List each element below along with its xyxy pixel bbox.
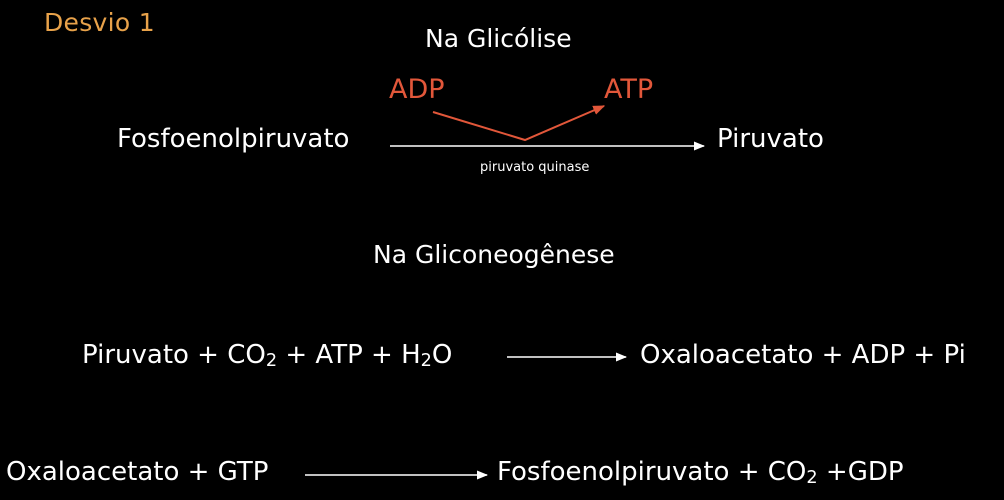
adp-label: ADP bbox=[389, 74, 445, 105]
reaction1-sub-h2o: 2 bbox=[420, 351, 432, 372]
glicolise-heading: Na Glicólise bbox=[425, 24, 572, 53]
gliconeogenese-heading: Na Gliconeogênese bbox=[373, 240, 615, 269]
reaction1-sub-co2: 2 bbox=[265, 351, 278, 372]
glicolise-product: Piruvato bbox=[717, 124, 824, 154]
reaction1-left-c: O bbox=[431, 340, 453, 370]
glicolise-substrate: Fosfoenolpiruvato bbox=[117, 124, 350, 154]
reaction2-right-a: Fosfoenolpiruvato + CO bbox=[497, 457, 807, 487]
reaction2-right-b: +GDP bbox=[817, 457, 904, 487]
reaction1-left-a: Piruvato + CO bbox=[82, 340, 266, 370]
atp-label: ATP bbox=[604, 74, 654, 105]
reaction1-left-b: + ATP + H bbox=[277, 340, 421, 370]
cofactor-curve-arrow bbox=[432, 105, 606, 142]
reaction2-left: Oxaloacetato + GTP bbox=[6, 457, 269, 487]
reaction1-left: Piruvato + CO2 + ATP + H2O bbox=[82, 340, 452, 370]
slide-title: Desvio 1 bbox=[44, 8, 155, 37]
reaction2-sub-co2: 2 bbox=[806, 468, 818, 489]
enzyme-label: piruvato quinase bbox=[480, 160, 590, 175]
reaction1-right: Oxaloacetato + ADP + Pi bbox=[640, 340, 966, 370]
reaction2-right: Fosfoenolpiruvato + CO2 +GDP bbox=[497, 457, 904, 487]
